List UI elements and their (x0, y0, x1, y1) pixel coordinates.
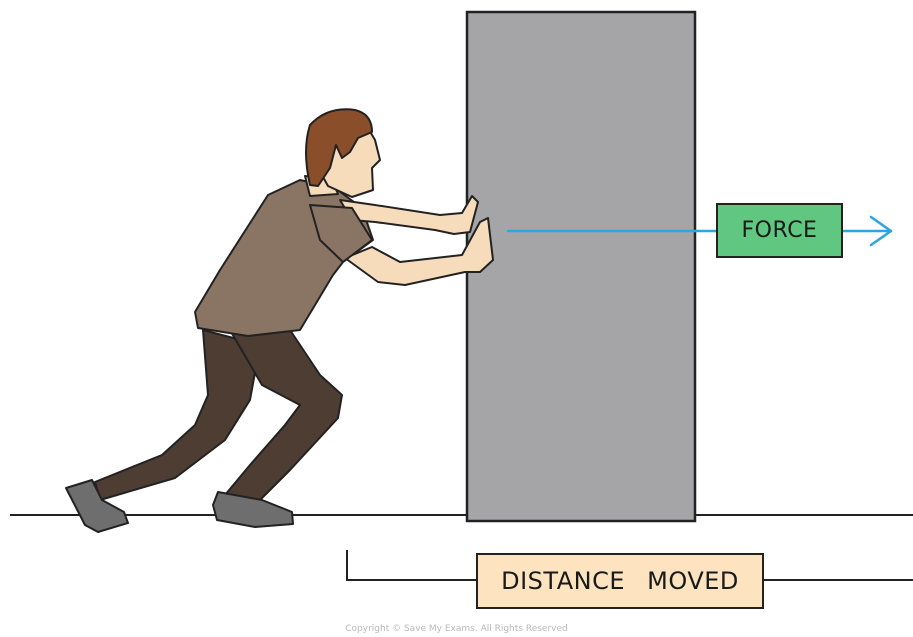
block-icon (467, 12, 695, 521)
force-label: FORCE (716, 203, 843, 258)
back-leg (95, 330, 260, 500)
distance-label: DISTANCE MOVED (476, 553, 764, 609)
person-pushing-icon (66, 109, 493, 532)
copyright-notice: Copyright © Save My Exams. All Rights Re… (0, 624, 913, 634)
